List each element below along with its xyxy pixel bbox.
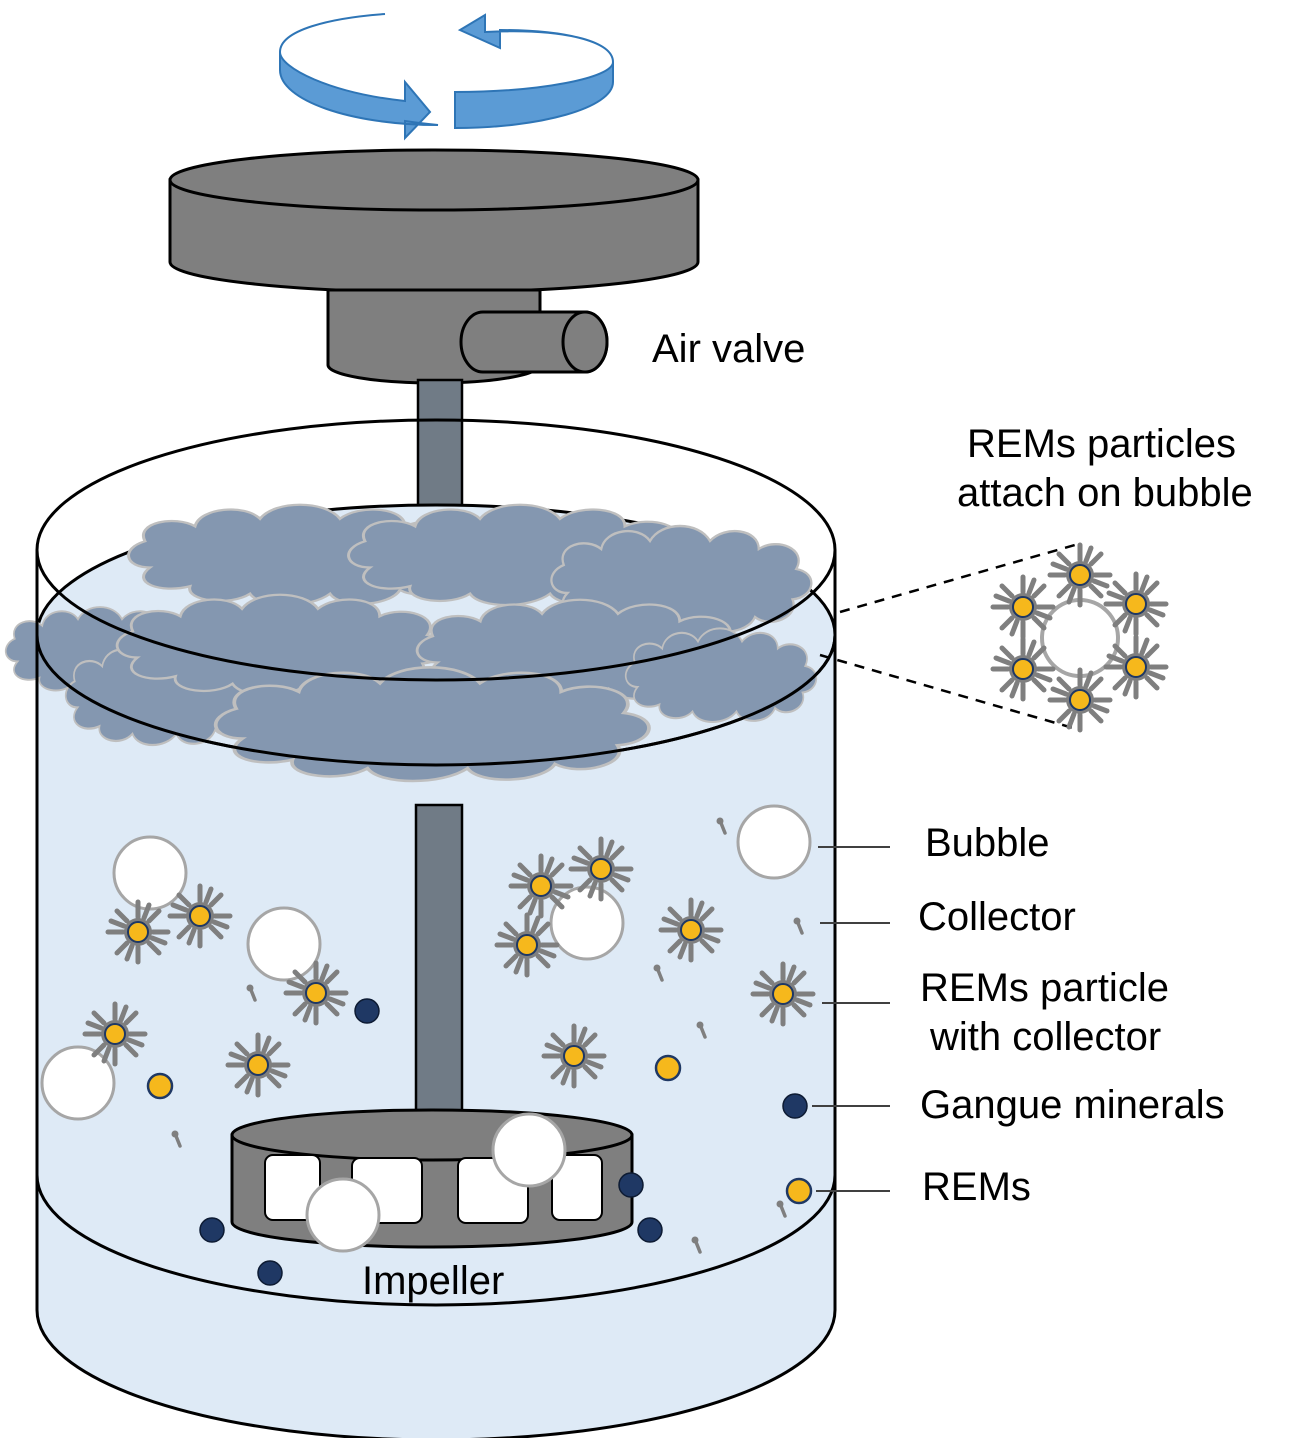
inset-bubble-cluster — [993, 545, 1166, 730]
motor-housing — [168, 148, 700, 385]
tank-particles — [40, 804, 813, 1286]
air-valve-icon — [459, 310, 609, 374]
legend-collector-label: Collector — [918, 895, 1076, 939]
impeller-label: Impeller — [362, 1259, 504, 1303]
impeller-icon — [230, 1108, 634, 1249]
bubbles — [40, 804, 812, 1253]
inset-zoom-lines — [819, 543, 1081, 732]
air-valve-label: Air valve — [652, 327, 805, 371]
legend-rems-label: REMs — [922, 1165, 1031, 1209]
inset-title-line1: REMs particles — [967, 422, 1236, 466]
rotation-arrow-icon — [279, 13, 614, 141]
inset-title-line2: attach on bubble — [957, 471, 1253, 515]
legend-bubble-label: Bubble — [925, 821, 1050, 865]
legend-gangue-label: Gangue minerals — [920, 1083, 1225, 1127]
tank-outline — [35, 418, 837, 1438]
shaft-lower — [414, 803, 464, 1132]
legend-rems-with-collector-line1: REMs particle — [920, 966, 1169, 1010]
legend-rems-with-collector-line2: with collector — [929, 1015, 1161, 1059]
legend-leaders — [812, 846, 890, 1192]
